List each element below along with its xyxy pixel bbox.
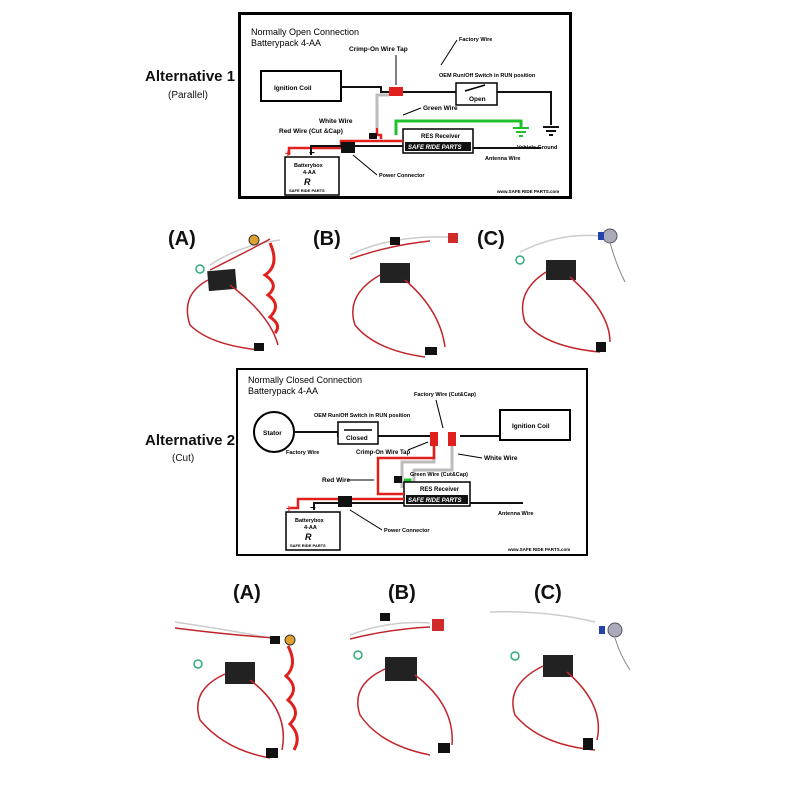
normally-open-diagram: Normally Open Connection Batterypack 4-A… — [238, 12, 572, 199]
ignition-coil-label: Ignition Coil — [274, 85, 312, 92]
photo-bottom-label-a: (A) — [233, 582, 261, 604]
normally-closed-diagram: Normally Closed Connection Batterypack 4… — [236, 368, 588, 556]
white-wire-label: White Wire — [484, 455, 518, 462]
safe-ride-badge-2 — [406, 495, 468, 504]
batterybox — [285, 511, 341, 551]
green-wire-arrow — [402, 107, 422, 116]
switch-closed-label: Closed — [346, 435, 368, 442]
crimp-tap-right — [448, 432, 456, 446]
ignition-coil-label: Ignition Coil — [512, 423, 550, 430]
minus-terminal: − — [310, 503, 316, 514]
green-wire-cap — [394, 476, 402, 483]
black-power-wire — [313, 502, 404, 510]
stator-label: Stator — [263, 430, 282, 437]
red-wire-line — [376, 446, 436, 496]
power-connector-arrow — [352, 154, 378, 176]
white-wire-line — [375, 93, 389, 128]
power-connector — [338, 496, 352, 507]
alternative-2-title: Alternative 2 — [145, 432, 236, 449]
power-connector-label: Power Connector — [384, 528, 430, 534]
photo-top-c-key-switch — [515, 228, 626, 353]
antenna-wire-label: Antenna Wire — [498, 511, 533, 517]
diagram2-heading-line2: Batterypack 4-AA — [248, 386, 318, 396]
ignition-coil-box — [499, 409, 571, 441]
alternative-1-title: Alternative 1 — [145, 68, 236, 85]
red-wire-cap — [369, 133, 377, 139]
diagram1-heading-line1: Normally Open Connection — [251, 27, 359, 37]
minus-terminal: − — [309, 148, 315, 159]
crimp-tap-arrow — [407, 441, 429, 451]
crimp-tap-label: Crimp-On Wire Tap — [349, 46, 408, 53]
photo-top-label-c: (C) — [477, 228, 505, 250]
red-wire-label: Red Wire — [322, 477, 350, 484]
crimp-tap-left — [430, 432, 438, 446]
photo-top-a-keyless-tether — [186, 234, 281, 351]
photo-top-label-b: (B) — [313, 228, 341, 250]
website-label: www.SAFE RIDE PARTS.com — [507, 547, 570, 552]
photo-top-label-a: (A) — [168, 228, 196, 250]
photo-bottom-c-key-switch — [489, 610, 631, 751]
factory-wire-label: Factory Wire — [459, 37, 492, 43]
photo-bottom-label-b: (B) — [388, 582, 416, 604]
photo-bottom-a-keyless-tether — [174, 621, 299, 759]
ground-symbol-black — [543, 126, 559, 136]
batterybox-badge: SAFE RIDE PARTS — [290, 543, 326, 548]
batterybox — [284, 156, 340, 196]
factory-wire-to-ground — [497, 91, 552, 125]
black-power-wire — [310, 145, 403, 155]
res-receiver-label: RES Receiver — [421, 134, 461, 140]
safe-ride-badge-text-2: SAFE RIDE PARTS — [408, 498, 461, 504]
photo-bottom-b-push-button — [349, 613, 453, 756]
factory-wire-arrow — [440, 39, 458, 66]
batterybox-logo: R — [304, 177, 311, 187]
red-wire-stub — [375, 128, 383, 139]
power-connector — [341, 142, 355, 153]
factory-wire-cut-arrow — [435, 399, 444, 429]
oem-switch-box — [455, 82, 498, 106]
white-wire-label: White Wire — [319, 118, 353, 125]
safe-ride-badge-text-1: SAFE RIDE PARTS — [408, 145, 461, 151]
batterybox-badge: SAFE RIDE PARTS — [289, 188, 325, 193]
batterybox-logo: R — [305, 532, 312, 542]
switch-open-symbol — [464, 84, 486, 92]
antenna-wire-label: Antenna Wire — [485, 156, 520, 162]
diagram2-heading-line1: Normally Closed Connection — [248, 375, 362, 385]
switch-open-label: Open — [469, 96, 486, 103]
batterybox-label-line2: 4-AA — [304, 525, 317, 531]
res-receiver-label: RES Receiver — [420, 487, 460, 493]
factory-wire-label: Factory Wire — [286, 450, 319, 456]
white-wire-arrow — [457, 453, 483, 459]
alternative-2-subtitle: (Cut) — [172, 453, 195, 464]
plus-terminal: + — [286, 504, 292, 515]
green-wire-label: Green Wire — [423, 105, 458, 112]
oem-switch-label: OEM Run/Off Switch in RUN position — [439, 73, 536, 79]
oem-switch-box — [337, 421, 379, 445]
safe-ride-badge-1 — [405, 142, 471, 151]
power-connector-label: Power Connector — [379, 173, 425, 179]
diagram1-heading-line2: Batterypack 4-AA — [251, 38, 321, 48]
white-wire-line-right — [412, 446, 454, 488]
batterybox-label-line1: Batterybox — [295, 518, 325, 524]
plus-terminal: + — [285, 149, 291, 160]
crimp-on-wire-tap — [389, 87, 403, 96]
factory-wire-cut-label: Factory Wire (Cut&Cap) — [414, 392, 476, 398]
oem-switch-label: OEM Run/Off Switch in RUN position — [314, 413, 411, 419]
red-wire-label: Red Wire (Cut &Cap) — [279, 128, 343, 135]
website-label: www.SAFE RIDE PARTS.com — [496, 189, 559, 194]
ignition-coil-box — [260, 70, 342, 102]
photo-top-b-push-button — [349, 233, 458, 358]
batterybox-label-line2: 4-AA — [303, 170, 316, 176]
crimp-tap-label: Crimp-On Wire Tap — [356, 450, 411, 456]
factory-wire-line — [341, 86, 456, 93]
green-wire-cut-label: Green Wire (Cut&Cap) — [410, 472, 468, 478]
power-connector-arrow — [349, 509, 383, 531]
green-wire-line — [394, 119, 523, 135]
photo-bottom-label-c: (C) — [534, 582, 562, 604]
batterybox-label-line1: Batterybox — [294, 163, 324, 169]
alternative-1-subtitle: (Parallel) — [168, 90, 209, 101]
ground-symbol-green — [513, 127, 529, 137]
